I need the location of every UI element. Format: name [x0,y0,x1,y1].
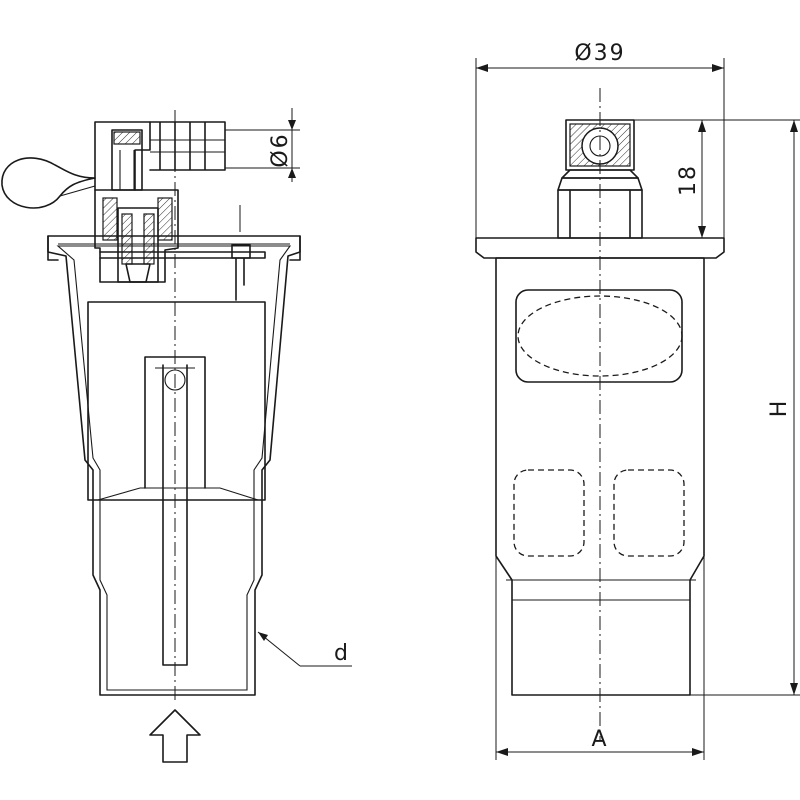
outlet-neck [561,169,639,179]
housing-hatch-right [157,197,173,241]
lever-arm [99,251,266,259]
body-width-dimension: A [495,556,705,760]
pull-ring [1,157,96,209]
nozzle-tip [125,263,151,283]
outlet-dimension-label: Ø6 [268,132,293,167]
total-height-label: H [767,399,792,418]
pull-ring-inner [59,185,96,197]
lever-pin [231,244,251,301]
hose-barb [149,121,226,171]
nozzle-hatch-right [143,213,155,265]
outlet-dimension: Ø6 [225,108,300,182]
cap-rim [47,235,301,261]
thread-dimension-label: d [334,641,350,666]
top-width-dimension: Ø39 [475,41,725,238]
screw-head-hatch [113,131,141,145]
exterior-outlet-block [565,119,635,171]
housing-hatch-left [102,197,118,241]
thread-leader: d [257,631,352,667]
body-inner-wall [56,245,292,691]
valve-screw [111,129,143,191]
cap-height-dimension: 18 [634,119,800,238]
cap-height-label: 18 [676,164,701,196]
section-view: Ø6 d [1,108,352,763]
total-height-dimension: H [690,120,800,696]
lower-window-left [513,469,585,557]
valve-housing [94,189,179,283]
valve-nozzle [117,207,159,283]
sight-window-float [517,295,683,377]
body-outer-wall [47,235,301,696]
inlet-flow-arrow [149,709,201,763]
float-bottom-cone [97,487,259,501]
exterior-view: Ø39 18 H A [475,41,800,760]
sight-window [515,289,683,383]
nozzle-hatch-left [121,213,133,265]
top-width-label: Ø39 [574,41,625,66]
hose-barb-bore [150,139,225,153]
lower-window-right [613,469,685,557]
body-width-label: A [591,727,608,752]
guide-sleeve [144,356,206,489]
float [87,301,266,501]
